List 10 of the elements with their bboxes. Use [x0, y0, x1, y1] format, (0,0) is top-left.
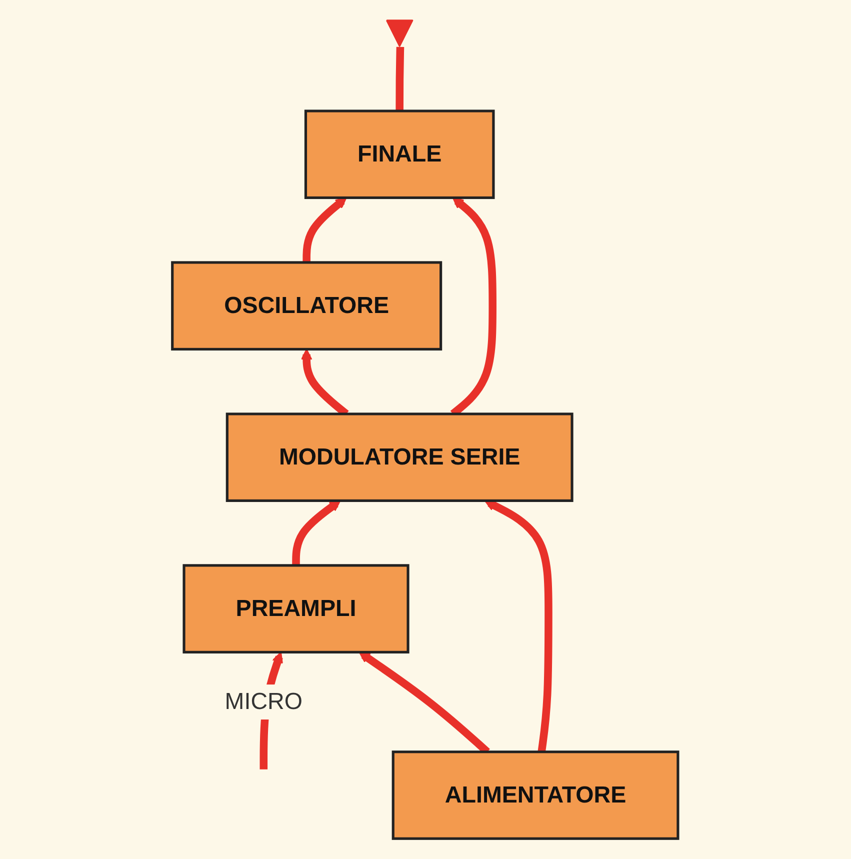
node-box: ALIMENTATORE	[392, 750, 680, 840]
node-box: FINALE	[304, 110, 496, 200]
node-box: PREAMPLI	[183, 564, 410, 654]
arrow	[484, 500, 553, 752]
node-box: MODULATORE SERIE	[226, 412, 574, 502]
edge-label: MICRO	[225, 688, 303, 714]
connector	[396, 46, 404, 111]
arrow	[292, 500, 342, 566]
arrow	[303, 197, 348, 262]
node-box: OSCILLATORE	[171, 261, 442, 351]
